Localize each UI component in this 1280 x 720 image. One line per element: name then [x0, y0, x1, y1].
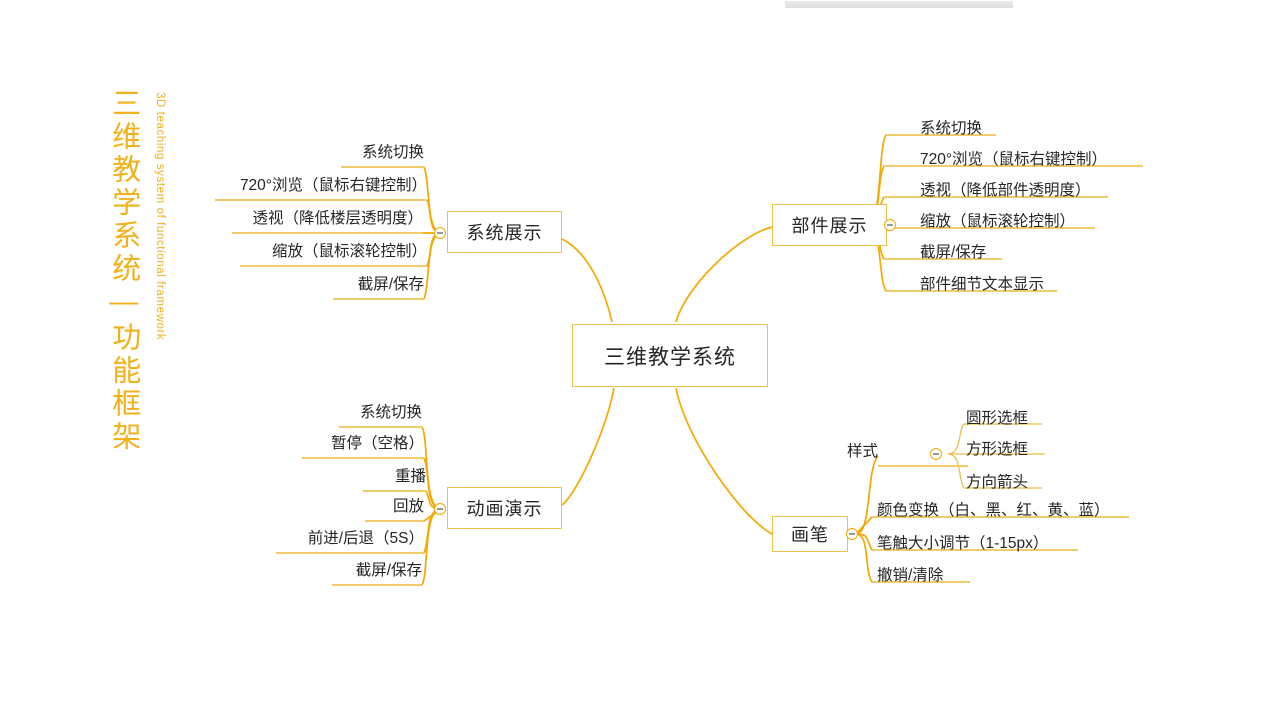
- leaf-part-display-5[interactable]: 部件细节文本显示: [920, 276, 1045, 293]
- branch-node-animation-demo[interactable]: 动画演示: [447, 487, 562, 529]
- leaf-animation-demo-5[interactable]: 截屏/保存: [355, 562, 422, 579]
- collapse-toggle-brush[interactable]: [846, 528, 858, 540]
- leaf-style-1[interactable]: 方形选框: [966, 441, 1029, 458]
- leaf-part-display-3[interactable]: 缩放（鼠标滚轮控制）: [920, 213, 1076, 230]
- collapse-toggle-style[interactable]: [930, 448, 942, 460]
- leaf-part-display-1[interactable]: 720°浏览（鼠标右键控制）: [920, 151, 1108, 168]
- leaf-animation-demo-4[interactable]: 前进/后退（5S）: [307, 530, 424, 547]
- link-br-spine-3: [855, 533, 873, 583]
- leaf-system-display-1[interactable]: 720°浏览（鼠标右键控制）: [239, 177, 427, 194]
- branch-label-system-display: 系统展示: [466, 223, 543, 243]
- page-title: 三维教学系统—功能框架: [107, 88, 140, 454]
- leaf-part-display-0[interactable]: 系统切换: [920, 120, 983, 137]
- link-br-spine-style: [855, 455, 879, 535]
- link-root-part-display: [675, 226, 773, 323]
- leaf-style-0[interactable]: 圆形选框: [966, 410, 1029, 427]
- leaf-brush-style[interactable]: 样式: [846, 443, 878, 460]
- leaf-system-display-3[interactable]: 缩放（鼠标滚轮控制）: [271, 243, 427, 260]
- link-style-0: [947, 423, 965, 455]
- leaf-style-2[interactable]: 方向箭头: [966, 474, 1029, 491]
- branch-node-system-display[interactable]: 系统展示: [447, 211, 562, 253]
- link-br-spine-2: [855, 533, 873, 551]
- leaf-animation-demo-1[interactable]: 暂停（空格）: [330, 435, 424, 452]
- branch-label-part-display: 部件展示: [791, 216, 868, 236]
- root-node[interactable]: 三维教学系统: [572, 324, 768, 387]
- link-ad-spine-4: [423, 508, 442, 554]
- link-root-system-display: [561, 238, 613, 323]
- top-chrome-strip: [785, 1, 1013, 8]
- leaf-system-display-4[interactable]: 截屏/保存: [357, 276, 424, 293]
- leaf-part-display-2[interactable]: 透视（降低部件透明度）: [920, 182, 1091, 199]
- branch-node-brush[interactable]: 画笔: [772, 516, 848, 552]
- branch-node-part-display[interactable]: 部件展示: [772, 204, 887, 246]
- collapse-toggle-animation-demo[interactable]: [434, 503, 446, 515]
- leaf-system-display-2[interactable]: 透视（降低楼层透明度）: [252, 210, 423, 227]
- leaf-animation-demo-0[interactable]: 系统切换: [359, 404, 422, 421]
- root-node-label: 三维教学系统: [604, 345, 736, 369]
- leaf-brush-3[interactable]: 撤销/清除: [877, 567, 944, 584]
- link-ad-spine-5: [421, 508, 442, 586]
- collapse-toggle-system-display[interactable]: [434, 227, 446, 239]
- branch-label-animation-demo: 动画演示: [466, 499, 543, 519]
- leaf-part-display-4[interactable]: 截屏/保存: [920, 244, 987, 261]
- link-ad-spine-1: [423, 457, 442, 510]
- leaf-brush-1[interactable]: 颜色变换（白、黑、红、黄、蓝）: [877, 502, 1110, 519]
- link-root-brush: [675, 387, 773, 535]
- leaf-animation-demo-3[interactable]: 回放: [392, 498, 424, 515]
- leaf-system-display-0[interactable]: 系统切换: [361, 144, 424, 161]
- collapse-toggle-part-display[interactable]: [884, 219, 896, 231]
- link-root-animation-demo: [561, 387, 615, 506]
- branch-label-brush: 画笔: [791, 525, 829, 545]
- leaf-animation-demo-2[interactable]: 重播: [394, 468, 426, 485]
- leaf-brush-2[interactable]: 笔触大小调节（1-15px）: [877, 535, 1049, 552]
- link-style-2: [947, 453, 965, 489]
- link-br-spine-1: [855, 516, 873, 535]
